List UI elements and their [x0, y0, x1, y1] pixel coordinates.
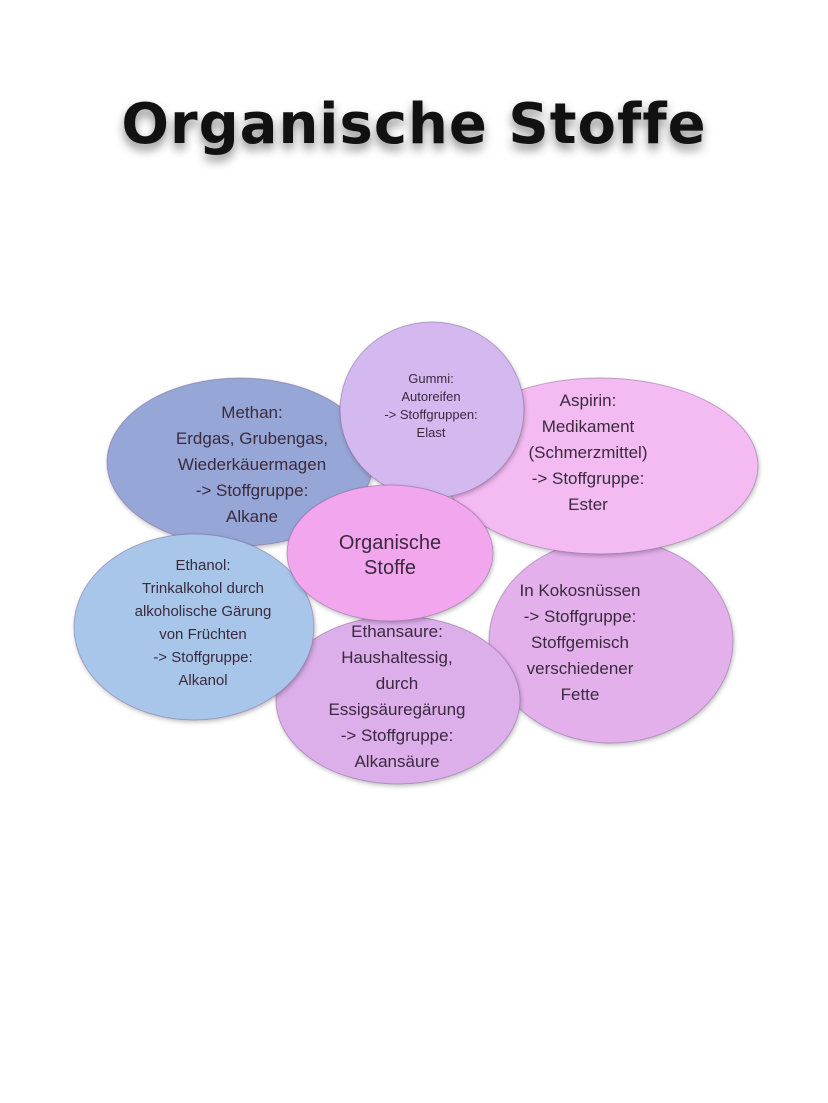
bubble-ethansaeure: Ethansaure: Haushaltessig, durchEssigsäure… — [275, 615, 521, 785]
bubble-gummi: Gummi: Autoreifen -> Stoffgruppen: Elast — [339, 321, 525, 499]
bubble-text-line: Medikament — [542, 417, 635, 436]
page-title: Organische Stoffe — [121, 92, 707, 157]
bubble-text-line: Organische — [339, 532, 441, 554]
bubble-text-line: Ethanol: — [175, 557, 230, 574]
bubble-text-line: (Schmerzmittel) — [528, 443, 647, 462]
bubble-text-line: Alkansäure — [354, 752, 439, 771]
bubble-shape — [286, 484, 494, 622]
bubble-text-line: Trinkalkohol durch — [142, 580, 264, 597]
bubble-text-line: Stoffe — [364, 557, 416, 579]
bubble-text-line: -> Stoffgruppe: — [196, 481, 309, 500]
bubble-text-line: -> Stoffgruppe: — [532, 469, 645, 488]
bubble-shape — [73, 533, 315, 721]
bubble-text-line: Aspirin: — [560, 391, 617, 410]
bubble-text-line: Alkane — [226, 507, 278, 526]
bubble-text-line: Stoffgemisch — [531, 633, 629, 652]
bubble-text-line: Methan: — [221, 403, 282, 422]
bubble-text-line: Ester — [568, 495, 608, 514]
bubble-text-line: -> Stoffgruppe: — [341, 726, 454, 745]
bubble-text-line: -> Stoffgruppe: — [153, 649, 252, 666]
bubble-text-line: Haushaltessig, — [341, 648, 453, 667]
bubble-text-line: Erdgas, Grubengas, — [176, 429, 328, 448]
bubble-text-line: Elast — [417, 425, 446, 440]
bubble-text-line: durch — [376, 674, 419, 693]
bubble-text-line: alkoholische Gärung — [135, 603, 272, 620]
bubble-text-line: -> Stoffgruppe: — [524, 607, 637, 626]
bubble-text-line: Alkanol — [178, 672, 227, 689]
bubble-text-line: verschiedener — [527, 659, 634, 678]
bubble-text-line: Wiederkäuermagen — [178, 455, 326, 474]
bubble-text-line: Autoreifen — [401, 389, 460, 404]
bubble-text-line: In Kokosnüssen — [520, 581, 641, 600]
bubble-ethanol: Ethanol: Trinkalkohol durch alkoholische G… — [73, 533, 315, 721]
bubble-text-line: Gummi: — [408, 371, 454, 386]
bubble-text-line: Ethansaure: — [351, 622, 443, 641]
bubble-kokos: In Kokosnüssen -> Stoffgruppe: Stoffgemisc… — [488, 538, 734, 744]
bubble-text-line: -> Stoffgruppen: — [384, 407, 477, 422]
bubble-text-line: von Früchten — [159, 626, 247, 643]
bubble-text-line: Fette — [561, 685, 600, 704]
bubble-methan: Methan: Erdgas, Grubengas, Wiederkäuermage… — [106, 377, 374, 547]
bubble-text-line: Essigsäuregärung — [328, 700, 465, 719]
